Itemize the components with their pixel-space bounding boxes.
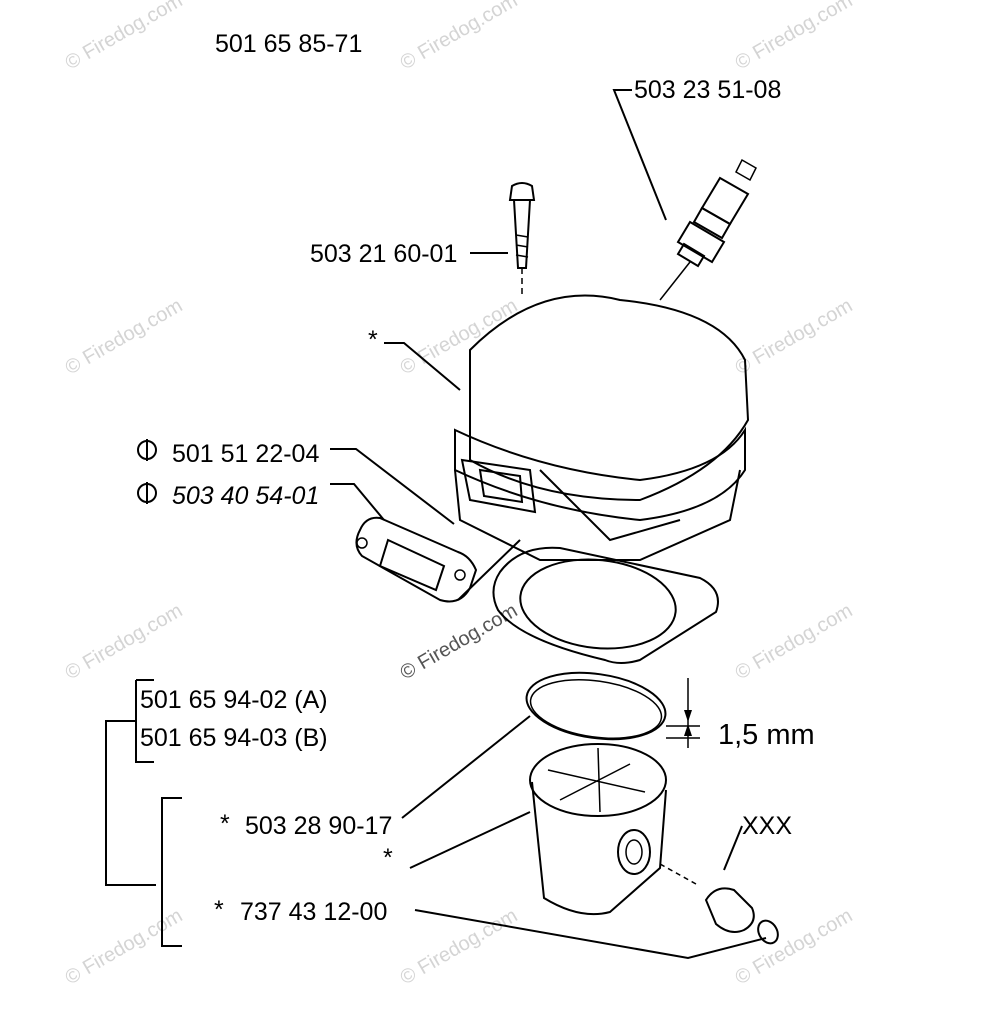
piston-a-part-number: 501 65 94-02 (A) (140, 686, 328, 714)
watermark: © Firedog.com (397, 0, 522, 74)
wrist-pin-label: XXX (742, 812, 792, 840)
gasket-b-part-number: 503 40 54-01 (172, 482, 319, 510)
cylinder-drawing (454, 294, 750, 561)
ring-part-number: 503 28 90-17 (245, 812, 392, 840)
watermark: © Firedog.com (62, 600, 187, 685)
watermark: © Firedog.com (732, 295, 857, 380)
circlip-star: * (214, 896, 224, 924)
cylinder-star: * (368, 326, 378, 354)
watermark: © Firedog.com (732, 905, 857, 990)
exhaust-gasket-drawing (355, 516, 478, 603)
gasket-a-part-number: 501 51 22-04 (172, 440, 319, 468)
base-gasket-drawing (492, 546, 719, 664)
circlip-drawing (757, 919, 779, 945)
spark-plug-part-number: 503 23 51-08 (634, 76, 781, 104)
watermark: © Firedog.com (732, 600, 857, 685)
ring-thickness-label: 1,5 mm (718, 719, 815, 751)
circlip-part-number: 737 43 12-00 (240, 898, 387, 926)
watermark: © Firedog.com (397, 600, 522, 685)
wrist-pin-drawing (659, 863, 755, 933)
watermark: © Firedog.com (732, 0, 857, 74)
ring-star: * (220, 810, 230, 838)
bolt-part-number: 503 21 60-01 (310, 240, 457, 268)
watermark: © Firedog.com (62, 0, 187, 74)
piston-ring-drawing (525, 671, 667, 741)
watermark: © Firedog.com (62, 295, 187, 380)
ring-thickness-dimension (666, 678, 700, 748)
leader-lines (105, 89, 767, 960)
piston-drawing (529, 743, 667, 916)
spark-plug-drawing (659, 158, 757, 301)
piston-b-part-number: 501 65 94-03 (B) (140, 724, 328, 752)
gasket-note-symbol (137, 439, 157, 461)
piston-star: * (383, 844, 393, 872)
cylinder-bolt-drawing (508, 182, 536, 298)
gasket-note-symbol (137, 482, 157, 504)
watermark: © Firedog.com (397, 295, 522, 380)
assembly-part-number: 501 65 85-71 (215, 30, 362, 58)
